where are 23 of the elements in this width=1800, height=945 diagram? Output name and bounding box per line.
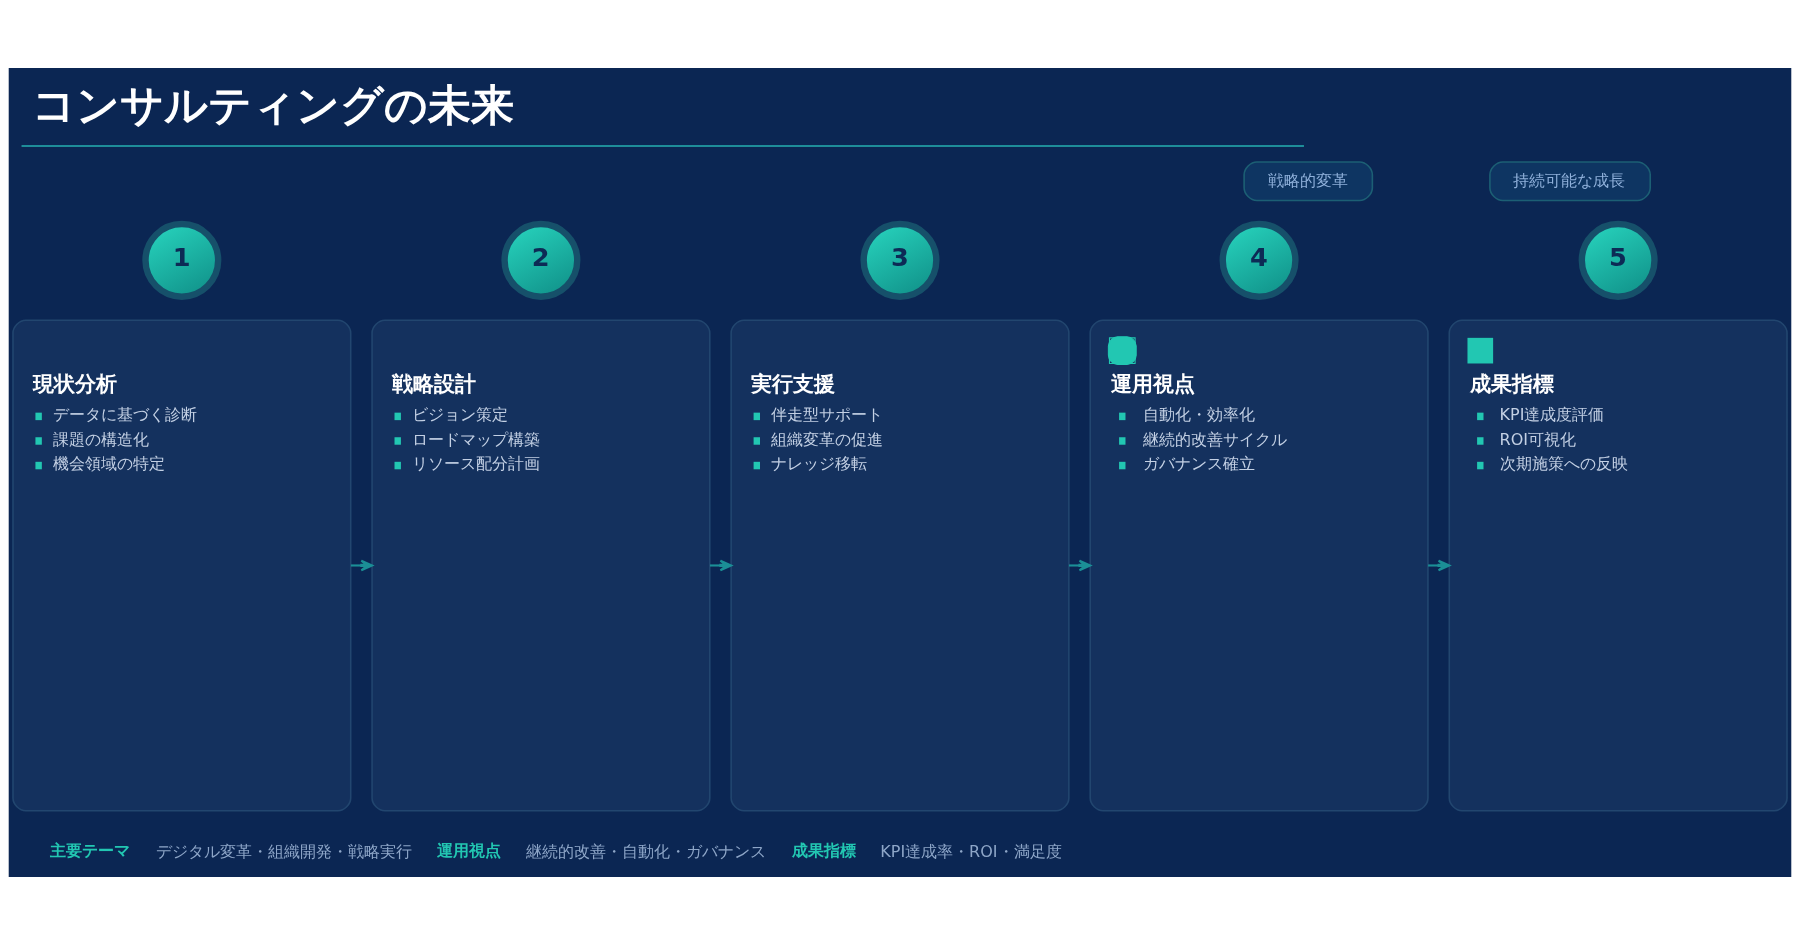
label: 継続的改善・自動化・ガバナンス [525,842,766,862]
label: デジタル変革・組織開発・戦略実行 [155,842,412,862]
node-circle: 3 [860,220,940,300]
diagram-title: コンサルティングの未来 [32,80,515,131]
node-box: 戦略設計 ビジョン策定 ロードマップ構築 リソース配分計画 [371,319,711,812]
node-circle: 4 [1219,220,1299,300]
node-circle: 2 [501,220,581,300]
node-circle: 1 [142,220,222,300]
arrow [1069,559,1092,572]
node-box: 実行支援 伴走型サポート 組織変革の促進 ナレッジ移転 [730,319,1070,812]
arrow [350,559,374,572]
arrow [1428,559,1451,572]
node-circle: 5 [1578,220,1658,300]
node-box: 成果指標 KPI達成度評価 ROI可視化 次期施策への反映 [1448,319,1788,812]
arrow [709,559,733,572]
label: 成果指標 [791,841,856,861]
label: KPI達成率・ROI・満足度 [880,842,1062,862]
node-box: 戦略的変革 [1243,161,1374,202]
node-box: 現状分析 データに基づく診断 課題の構造化 機会領域の特定 [12,319,352,812]
node-box: 運用視点 自動化・効率化 継続的改善サイクル ガバナンス確立 [1089,319,1429,812]
label: 運用視点 [436,841,501,861]
label: 主要テーマ [50,841,131,861]
node-box: 持続可能な成長 [1489,161,1651,202]
